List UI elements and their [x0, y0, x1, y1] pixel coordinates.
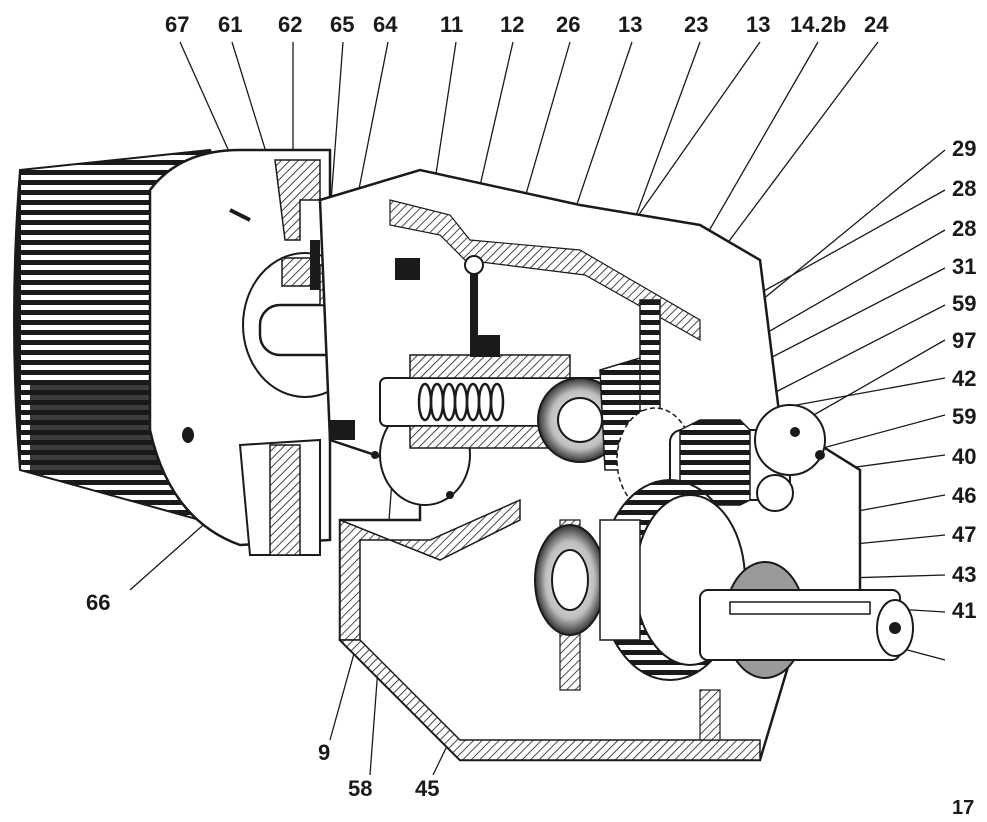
- label-46: 46: [952, 483, 977, 508]
- label-23: 23: [684, 12, 709, 37]
- label-14-2b: 14.2b: [790, 12, 847, 37]
- label-41: 41: [952, 598, 977, 623]
- label-58: 58: [348, 776, 373, 801]
- label-28-a: 28: [952, 176, 977, 201]
- label-29: 29: [952, 136, 977, 161]
- label-40: 40: [952, 444, 977, 469]
- upper-gear: [669, 404, 826, 512]
- label-64: 64: [373, 12, 398, 37]
- label-11: 11: [440, 12, 464, 37]
- label-61: 61: [218, 12, 243, 37]
- motor-flange: [148, 148, 332, 556]
- label-62: 62: [278, 12, 303, 37]
- label-67: 67: [165, 12, 190, 37]
- label-97: 97: [952, 328, 977, 353]
- label-24: 24: [864, 12, 889, 37]
- output-shaft: [699, 561, 914, 679]
- label-9: 9: [318, 740, 331, 765]
- label-42: 42: [952, 366, 977, 391]
- label-66: 66: [86, 590, 111, 615]
- label-59-a: 59: [952, 291, 977, 316]
- label-28-b: 28: [952, 216, 977, 241]
- label-59-b: 59: [952, 404, 977, 429]
- label-31: 31: [952, 254, 977, 279]
- label-47: 47: [952, 522, 977, 547]
- page-number: 17: [952, 797, 975, 819]
- label-45: 45: [415, 776, 440, 801]
- label-13-a: 13: [618, 12, 643, 37]
- label-65: 65: [330, 12, 355, 37]
- label-12: 12: [500, 12, 525, 37]
- label-26: 26: [556, 12, 581, 37]
- label-13-b: 13: [746, 12, 771, 37]
- label-43: 43: [952, 562, 977, 587]
